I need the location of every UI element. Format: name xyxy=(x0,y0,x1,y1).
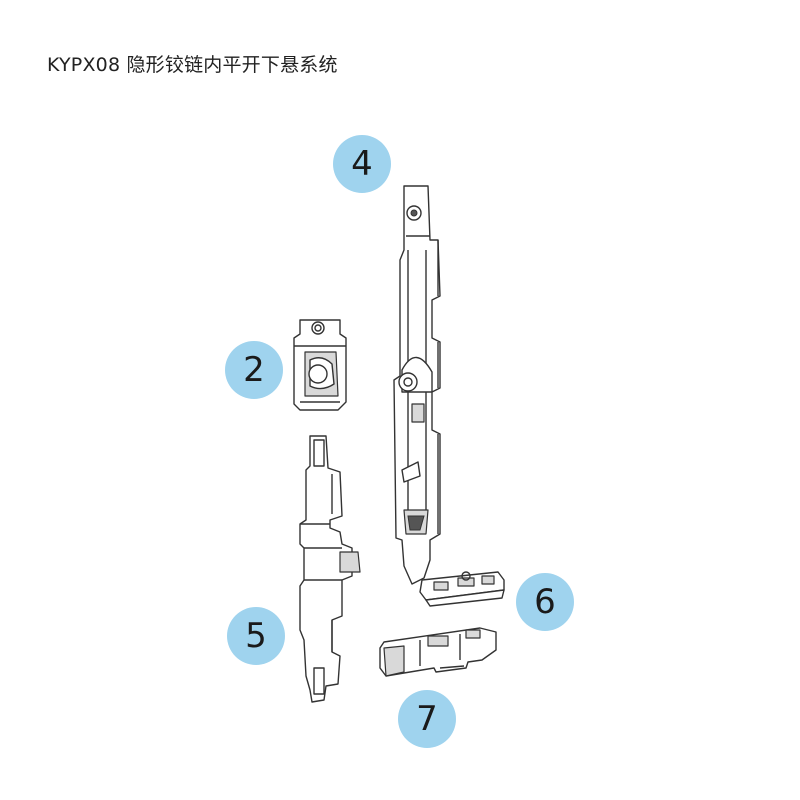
callout-badge-4: 4 xyxy=(333,135,391,193)
callout-number: 7 xyxy=(416,699,438,739)
callout-badge-7: 7 xyxy=(398,690,456,748)
callout-badge-6: 6 xyxy=(516,573,574,631)
callout-number: 6 xyxy=(534,582,556,622)
callout-number: 2 xyxy=(243,350,265,390)
part-2-keeper-plate xyxy=(293,319,347,411)
part-4-sliding-arm xyxy=(393,185,441,585)
diagram-title: KYPX08 隐形铰链内平开下悬系统 xyxy=(47,54,338,76)
part-7-corner-block xyxy=(379,627,497,677)
callout-number: 5 xyxy=(245,616,267,656)
part-6-end-block xyxy=(419,571,505,607)
callout-number: 4 xyxy=(351,144,373,184)
part-5-guide-rail xyxy=(299,435,361,703)
callout-badge-2: 2 xyxy=(225,341,283,399)
callout-badge-5: 5 xyxy=(227,607,285,665)
